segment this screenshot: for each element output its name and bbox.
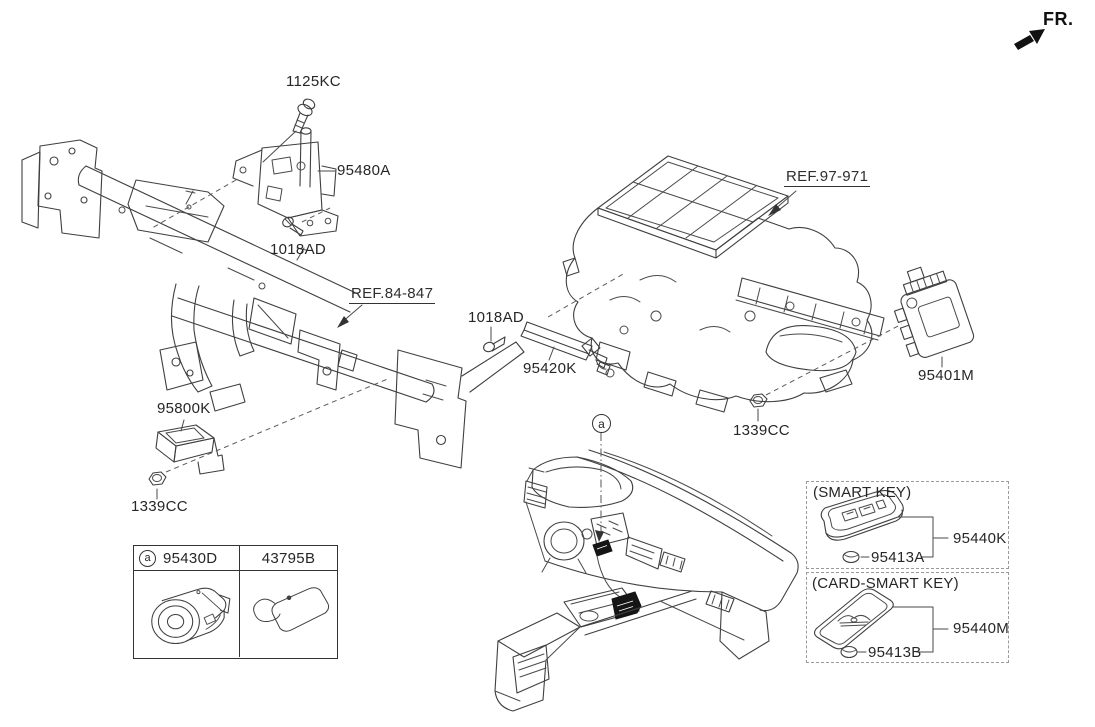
smart-key-fob-drawing — [820, 489, 949, 564]
bolt-drawing — [262, 98, 316, 163]
card-key-drawing — [813, 588, 949, 659]
part-label-95430d[interactable]: 95430D — [163, 549, 218, 567]
part-label-95420k[interactable]: 95420K — [523, 360, 577, 377]
hvac-assembly-drawing — [562, 155, 885, 413]
table-a-marker: a — [139, 549, 156, 567]
table-header-left: a 95430D — [134, 546, 240, 570]
card-smart-key-title: (CARD-SMART KEY) — [812, 575, 959, 592]
part-label-1339cc-left[interactable]: 1339CC — [131, 498, 188, 515]
table-header-right: 43795B — [240, 546, 337, 570]
bracket-screw-drawing — [151, 179, 331, 236]
callout-a-marker: a — [592, 414, 611, 433]
part-label-95401m[interactable]: 95401M — [918, 367, 975, 384]
hvac-ref-arrow — [768, 190, 797, 216]
smart-key-box — [806, 481, 1009, 569]
cover-drawing — [240, 571, 337, 657]
card-smart-key-box — [806, 572, 1009, 663]
module-95800k-drawing — [148, 377, 391, 500]
callout-a-leader — [595, 433, 604, 542]
table-header-row: a 95430D 43795B — [134, 546, 337, 571]
ref-label-hvac[interactable]: REF.97-971 — [784, 168, 871, 187]
part-label-1339cc-center[interactable]: 1339CC — [733, 422, 790, 439]
antenna-drawing — [483, 272, 626, 378]
smart-key-title: (SMART KEY) — [813, 484, 912, 501]
part-label-1125kc[interactable]: 1125KC — [286, 73, 341, 90]
crossmember-drawing — [21, 139, 525, 469]
part-label-95440m[interactable]: 95440M — [953, 620, 1010, 637]
part-label-43795b[interactable]: 43795B — [261, 549, 316, 567]
part-label-95413b[interactable]: 95413B — [868, 644, 922, 661]
part-label-95800k[interactable]: 95800K — [157, 400, 211, 417]
control-module-drawing — [893, 266, 975, 368]
part-label-1018ad-antenna[interactable]: 1018AD — [468, 309, 525, 326]
fr-label: FR. — [1043, 9, 1074, 29]
fr-direction-arrow — [1014, 29, 1045, 50]
ignition-parts-table: a 95430D 43795B — [133, 545, 338, 659]
part-label-95480a[interactable]: 95480A — [337, 162, 391, 179]
part-label-1018ad-bracket[interactable]: 1018AD — [270, 241, 327, 258]
ref-label-crossmember[interactable]: REF.84-847 — [349, 285, 436, 304]
part-label-95413a[interactable]: 95413A — [871, 549, 925, 566]
dashboard-drawing — [494, 449, 799, 712]
hvac-nut-drawing — [749, 323, 903, 422]
crossmember-ref-arrow — [337, 304, 363, 328]
part-label-95440k[interactable]: 95440K — [953, 530, 1007, 547]
start-button-drawing — [134, 571, 240, 657]
table-body-row — [134, 571, 337, 657]
